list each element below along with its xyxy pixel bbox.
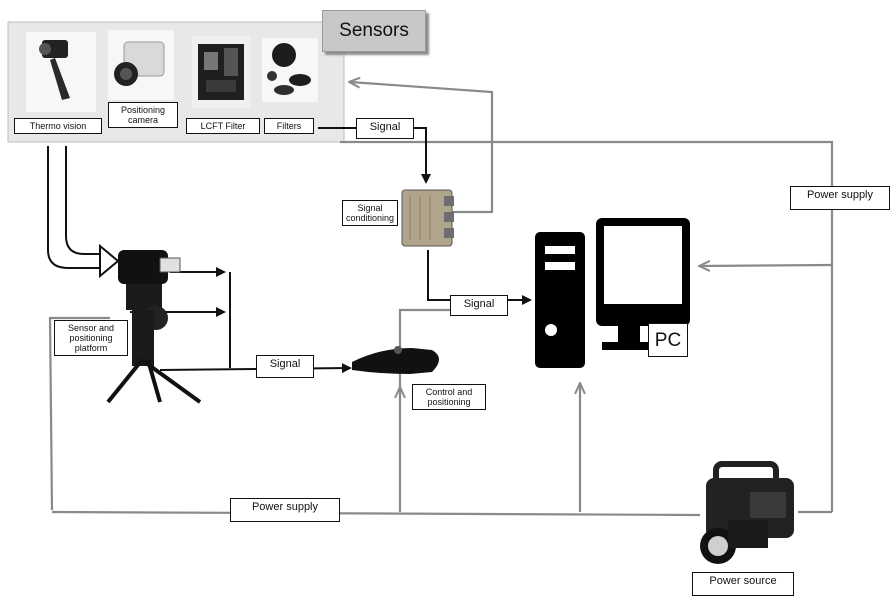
lcft-filter-icon — [192, 36, 250, 108]
power-supply-label: Power supply — [230, 498, 340, 522]
platform-label: Sensor and positioning platform — [54, 320, 128, 356]
signal-lines — [130, 128, 530, 370]
power-supply-label: Power supply — [790, 186, 890, 210]
thermo-vision-arrow — [48, 146, 100, 268]
control-label: Control and positioning — [412, 384, 486, 410]
signal-conditioning-device — [402, 190, 454, 246]
sensor-label-positioning-camera: Positioning camera — [108, 102, 178, 128]
sensor-label-filters: Filters — [264, 118, 314, 134]
sensor-label-thermo-vision: Thermo vision — [14, 118, 102, 134]
sensor-label-lcft-filter: LCFT Filter — [186, 118, 260, 134]
signal-label: Signal — [356, 118, 414, 139]
filters-icon — [262, 38, 318, 102]
sensors-title: Sensors — [322, 10, 426, 52]
power-source-icon — [700, 464, 794, 564]
control-device — [352, 346, 439, 374]
pc-label: PC — [648, 323, 688, 357]
power-lines — [50, 82, 832, 515]
signal-label: Signal — [256, 355, 314, 378]
power-source-label: Power source — [692, 572, 794, 596]
positioning-camera-icon — [108, 30, 174, 100]
signal-conditioning-label: Signal conditioning — [342, 200, 398, 226]
thermal-camera-icon — [26, 32, 96, 112]
signal-label: Signal — [450, 295, 508, 316]
